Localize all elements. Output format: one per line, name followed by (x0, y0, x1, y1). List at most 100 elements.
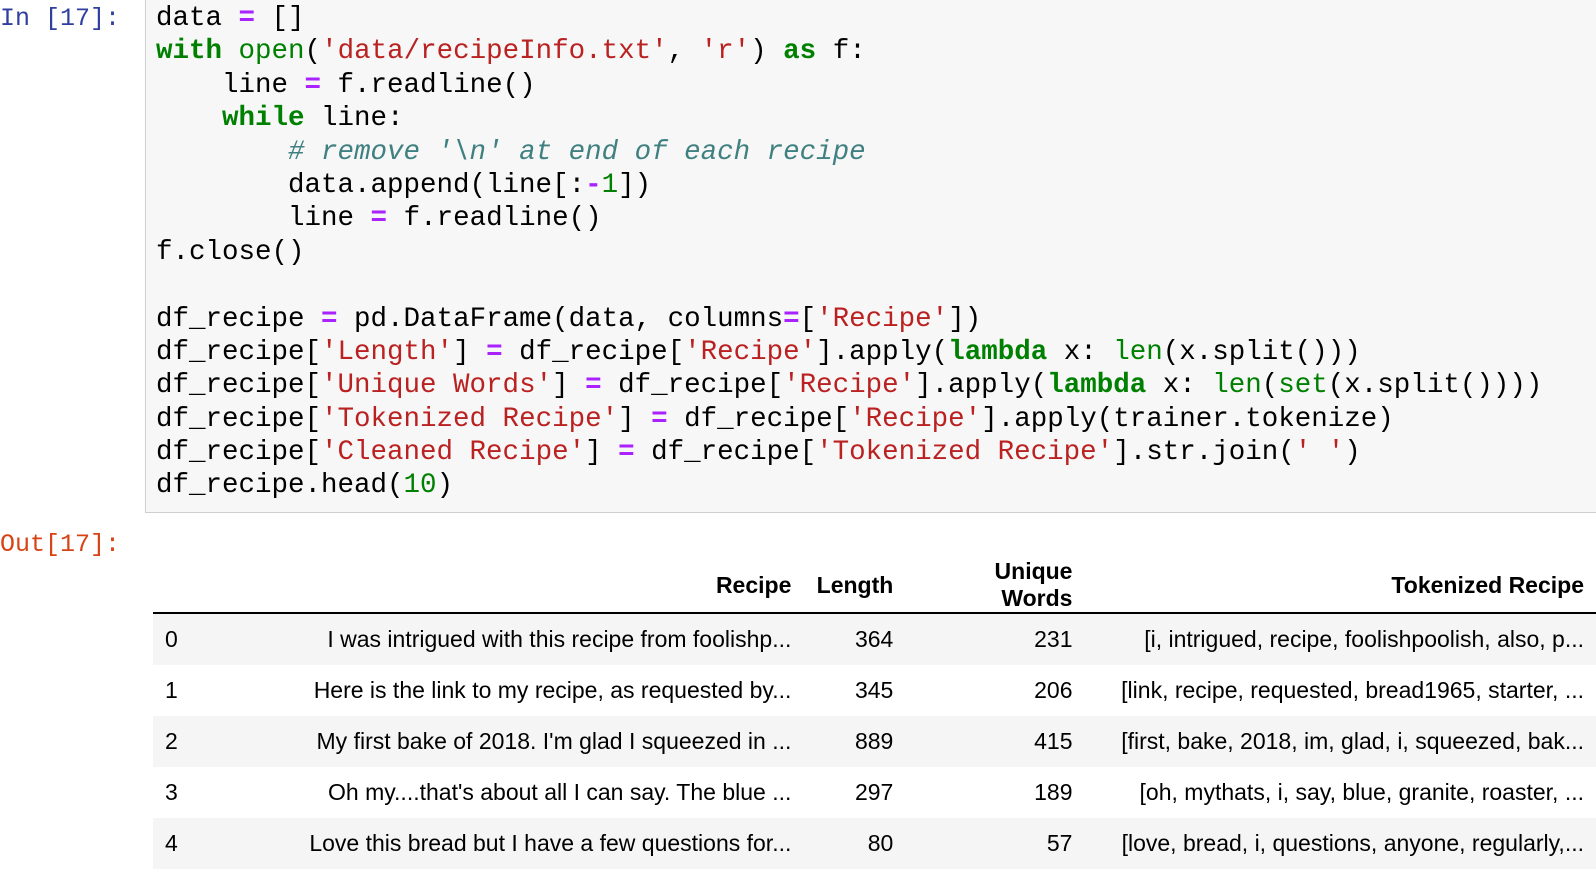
code-token: ].str.join( (1113, 437, 1295, 469)
code-token: = (651, 403, 668, 435)
code-token: ]) (618, 169, 652, 201)
code-token: with (156, 36, 223, 68)
code-token: 'Recipe' (816, 303, 949, 335)
code-token: ( (304, 36, 322, 68)
code-line (156, 269, 1542, 302)
code-token: df_recipe[ (502, 336, 685, 368)
code-token: ] (618, 403, 652, 435)
table-cell: 345 (854, 677, 894, 703)
code-token: ] (585, 437, 619, 469)
table-cell: My first bake of 2018. I'm glad I squeez… (235, 716, 804, 767)
code-token: ) (750, 36, 784, 68)
code-line: df_recipe = pd.DataFrame(data, columns=[… (156, 303, 1542, 336)
code-token: # remove '\n' at end of each recipe (288, 136, 866, 168)
code-token: f.readline() (387, 203, 602, 235)
table-cell: [link, recipe, requested, bread1965, sta… (1121, 677, 1584, 703)
table-row: 1 Here is the link to my recipe, as reque… (153, 665, 1596, 716)
code-token: df_recipe.head( (156, 470, 404, 502)
code-token: (x.split())) (1162, 336, 1361, 368)
code-token: [] (255, 3, 305, 34)
code-token: df_recipe[ (156, 403, 322, 435)
table-cell: I was intrigued with this recipe from fo… (235, 613, 804, 665)
code-line: df_recipe['Unique Words'] = df_recipe['R… (156, 369, 1542, 402)
code-token: 'Unique Words' (321, 370, 553, 402)
table-cell: 364 (803, 613, 906, 665)
code-token: ].apply(trainer.tokenize) (981, 403, 1394, 435)
code-token: df_recipe[ (156, 336, 322, 368)
code-line: while line: (156, 102, 1542, 135)
code-token: ( (1261, 370, 1279, 402)
code-token: 'data/recipeInfo.txt' (321, 36, 668, 68)
code-token: x: (1047, 336, 1114, 368)
code-token: ) (1344, 437, 1361, 469)
code-token: df_recipe (156, 303, 322, 335)
code-token: [ (799, 303, 817, 335)
code-token: df_recipe[ (634, 437, 817, 469)
table-row: 3 Oh my....that's about all I can say. Th… (153, 767, 1596, 818)
code-token: ] (453, 336, 487, 368)
code-token (222, 36, 239, 67)
table-cell: Oh my....that's about all I can say. The… (328, 779, 792, 805)
code-token: = (783, 303, 800, 335)
table-cell: [first, bake, 2018, im, glad, i, squeeze… (1084, 716, 1596, 767)
code-line: with open('data/recipeInfo.txt', 'r') as… (156, 35, 1542, 68)
code-token: 'Recipe' (684, 336, 817, 368)
column-header: Recipe (235, 558, 804, 614)
column-header: Unique Words (905, 558, 1085, 614)
column-header: Tokenized Recipe (1084, 558, 1596, 614)
code-token: ].apply( (816, 336, 949, 368)
code-token: ) (436, 470, 454, 502)
code-token: lambda (948, 336, 1048, 368)
code-token: len (1212, 370, 1262, 402)
code-token: df_recipe[ (156, 437, 322, 469)
code-token: f: (816, 36, 866, 68)
code-token: (x.split()))) (1327, 370, 1543, 402)
table-cell: 80 (803, 818, 906, 869)
code-token: 'r' (700, 36, 751, 68)
code-token: data (156, 3, 239, 34)
code-token: lambda (1047, 370, 1147, 402)
input-prompt: In [17]: (0, 4, 121, 33)
code-token: - (585, 169, 602, 201)
code-line: df_recipe.head(10) (156, 469, 1542, 502)
code-line: # remove '\n' at end of each recipe (156, 136, 1542, 169)
code-token: df_recipe[ (667, 403, 850, 435)
code-token: line (156, 203, 371, 235)
row-index: 4 (153, 818, 236, 869)
table-cell: Love this bread but I have a few questio… (235, 818, 804, 869)
code-token: set (1278, 370, 1328, 402)
code-token: = (321, 303, 338, 335)
code-token: 'Recipe' (783, 370, 916, 402)
code-token (156, 137, 288, 168)
table-cell: 889 (803, 716, 906, 767)
code-token: len (1113, 336, 1163, 368)
code-cell[interactable]: data = []with open('data/recipeInfo.txt'… (145, 0, 1596, 513)
code-token: 1 (601, 169, 619, 201)
code-token: df_recipe[ (156, 370, 322, 402)
column-header (153, 558, 236, 614)
table-cell: 189 (1034, 779, 1073, 805)
row-index: 3 (165, 779, 178, 805)
table-cell: 57 (905, 818, 1085, 869)
row-index: 0 (153, 613, 236, 665)
code-token: ] (552, 370, 586, 402)
code-token: , (667, 36, 701, 68)
code-token: 10 (403, 470, 437, 502)
code-token: ' ' (1294, 437, 1345, 469)
code-token: f.readline() (321, 69, 536, 101)
code-line: f.close() (156, 236, 1542, 269)
column-header: Length (803, 558, 906, 614)
code-token (156, 103, 222, 134)
code-token: = (618, 437, 635, 469)
code-line: data.append(line[:-1]) (156, 169, 1542, 202)
code-token: ]) (948, 303, 982, 335)
code-token: while (222, 103, 305, 135)
code-editor[interactable]: data = []with open('data/recipeInfo.txt'… (156, 2, 1542, 503)
table-cell: Here is the link to my recipe, as reques… (313, 677, 792, 703)
row-index: 1 (165, 677, 178, 703)
